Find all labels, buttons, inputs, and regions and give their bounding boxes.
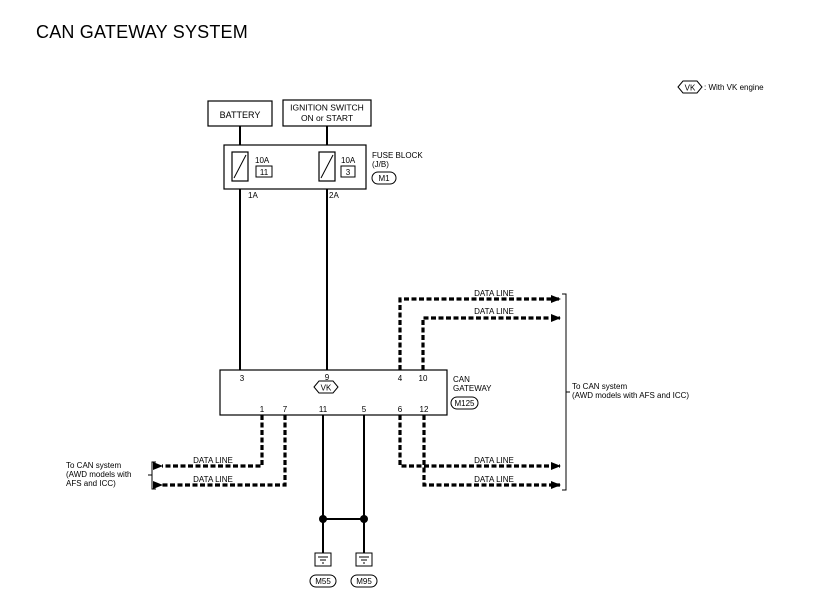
battery-box: BATTERY <box>207 100 273 127</box>
pin-10: 10 <box>419 374 428 383</box>
pin-1: 1 <box>260 405 265 414</box>
data-line-label-1: DATA LINE <box>474 289 514 298</box>
data-line-label-4: DATA LINE <box>474 475 514 484</box>
left-note-line3: AFS and ICC) <box>66 479 116 488</box>
ignition-label-line2: ON or START <box>301 113 353 123</box>
fuse-2-terminal: 2A <box>329 191 339 200</box>
pin-3: 3 <box>240 374 245 383</box>
data-line-pin12 <box>422 415 561 489</box>
left-note-line1: To CAN system <box>66 461 121 470</box>
fuse-1-amps: 10A <box>255 156 270 165</box>
fuse-2-number: 3 <box>346 168 351 177</box>
data-line-pin7 <box>153 415 287 489</box>
ground-symbol-m55 <box>314 552 332 567</box>
legend-vk-text: VK <box>685 84 696 93</box>
data-line-pin6 <box>398 415 561 470</box>
fuse-block-jb-label: (J/B) <box>372 160 389 169</box>
gateway-connector-badge <box>450 396 479 410</box>
legend-vk-badge <box>677 80 703 94</box>
ground-wires <box>322 415 365 553</box>
data-line-pin10 <box>421 314 561 370</box>
right-bracket <box>562 293 567 491</box>
gateway-label-line2: GATEWAY <box>453 384 492 393</box>
gateway-connector: M125 <box>454 399 475 408</box>
legend: VK : With VK engine <box>677 80 764 94</box>
fuse-2-number-box <box>340 165 356 178</box>
fuse-block-label: FUSE BLOCK <box>372 151 423 160</box>
fuse-1-number: 11 <box>260 168 269 177</box>
battery-label: BATTERY <box>220 110 261 120</box>
pin-9: 9 <box>325 373 330 382</box>
ignition-label-line1: IGNITION SWITCH <box>290 103 364 113</box>
right-note-line1: To CAN system <box>572 382 627 391</box>
pin-6: 6 <box>398 405 403 414</box>
data-line-pin4 <box>398 295 561 370</box>
can-gateway-unit: VK CAN GATEWAY M125 <box>219 369 492 416</box>
right-note-line2: (AWD models with AFS and ICC) <box>572 391 689 400</box>
fuse-2-amps: 10A <box>341 156 356 165</box>
ground-connector-m95: M95 <box>356 577 372 586</box>
pin-7: 7 <box>283 405 288 414</box>
fuse-symbol-2 <box>318 151 336 182</box>
data-line-label-5: DATA LINE <box>193 456 233 465</box>
data-line-label-3: DATA LINE <box>474 456 514 465</box>
pin-4: 4 <box>398 374 403 383</box>
ground-symbol-m95 <box>355 552 373 567</box>
fuse-1-terminal: 1A <box>248 191 258 200</box>
splice-dot-right <box>360 515 368 523</box>
data-lines <box>153 295 561 489</box>
splice-dot-left <box>319 515 327 523</box>
fuse-1-number-box <box>255 165 273 178</box>
ignition-switch-box: IGNITION SWITCH ON or START <box>282 99 372 127</box>
pin-11: 11 <box>319 405 328 414</box>
data-line-pin1 <box>153 415 264 470</box>
fuse-block: 10A 11 10A 3 FUSE BLOCK (J/B) M1 <box>223 144 423 190</box>
pin-12: 12 <box>420 405 429 414</box>
left-note-line2: (AWD models with <box>66 470 132 479</box>
page-title: CAN GATEWAY SYSTEM <box>36 22 248 42</box>
gateway-vk-badge <box>313 380 339 394</box>
gateway-vk-text: VK <box>321 384 332 393</box>
fuse-block-connector: M1 <box>378 174 390 183</box>
fuse-symbol-1 <box>231 151 249 182</box>
ground-connector-badge-m95 <box>350 574 378 588</box>
fuse-block-connector-badge <box>371 171 397 185</box>
legend-label: : With VK engine <box>704 83 764 92</box>
gateway-label-line1: CAN <box>453 375 470 384</box>
ground-connector-m55: M55 <box>315 577 331 586</box>
pin-5: 5 <box>362 405 367 414</box>
left-bracket <box>151 461 156 490</box>
data-line-label-2: DATA LINE <box>474 307 514 316</box>
data-line-label-6: DATA LINE <box>193 475 233 484</box>
ground-connector-badge-m55 <box>309 574 337 588</box>
